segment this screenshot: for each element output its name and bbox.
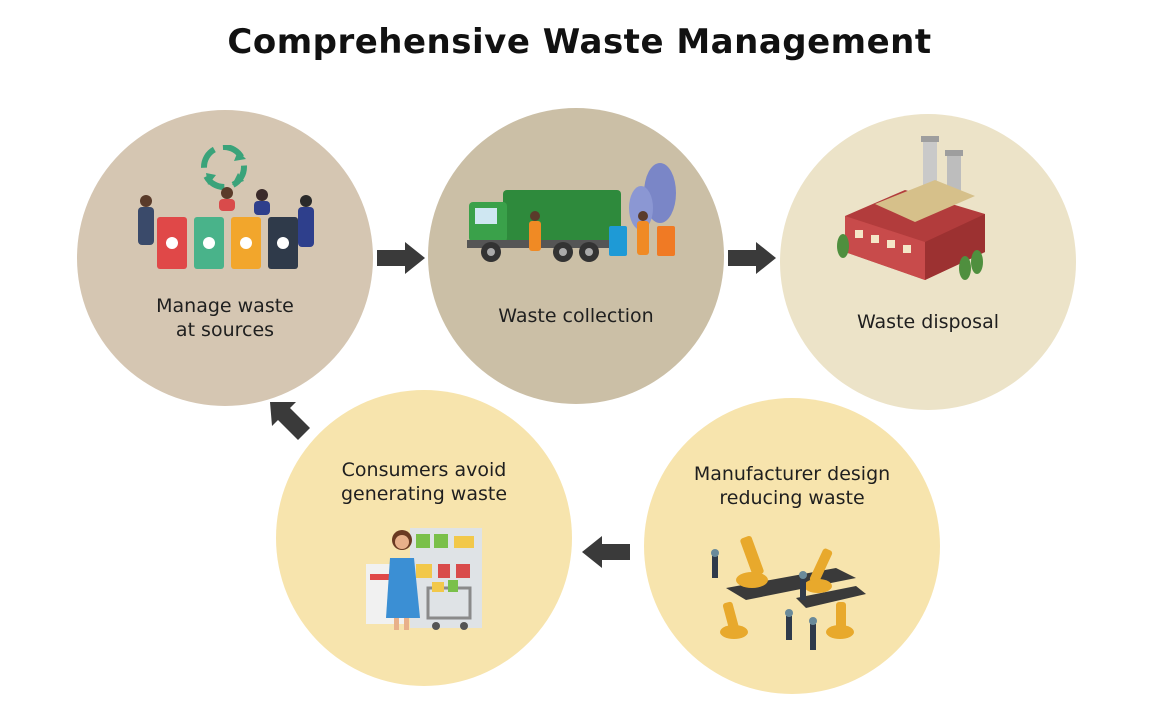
node-waste-disposal: Waste disposal: [780, 114, 1076, 410]
node-label-line1: Consumers avoid: [341, 459, 507, 481]
factory-icon: [837, 136, 985, 280]
recycling-bins-icon: [138, 145, 314, 269]
arrow-manufacturer-to-consumers: [582, 536, 630, 568]
robot-assembly-line-icon: [711, 535, 866, 650]
page-title: Comprehensive Waste Management: [227, 22, 932, 62]
arrow-collection-to-disposal: [728, 242, 776, 274]
node-label-line1: Manage waste: [156, 295, 294, 317]
node-manage-waste: Manage waste at sources: [77, 110, 373, 406]
node-label-line1: Manufacturer design: [693, 463, 891, 485]
arrow-manage-to-collection: [377, 242, 425, 274]
node-label-line1: Waste collection: [498, 305, 654, 327]
node-label-line2: generating waste: [340, 483, 508, 505]
node-label-line2: at sources: [175, 319, 275, 341]
arrow-consumers-to-manage: [270, 402, 310, 440]
node-waste-collection: Waste collection: [428, 108, 724, 404]
garbage-truck-icon: [467, 163, 676, 262]
shopper-cart-icon: [366, 528, 482, 630]
node-label-line1: Waste disposal: [856, 311, 1000, 333]
node-manufacturer-design: Manufacturer design reducing waste: [644, 398, 940, 694]
node-label-line2: reducing waste: [719, 487, 865, 509]
node-consumers-avoid: Consumers avoid generating waste: [276, 390, 572, 686]
